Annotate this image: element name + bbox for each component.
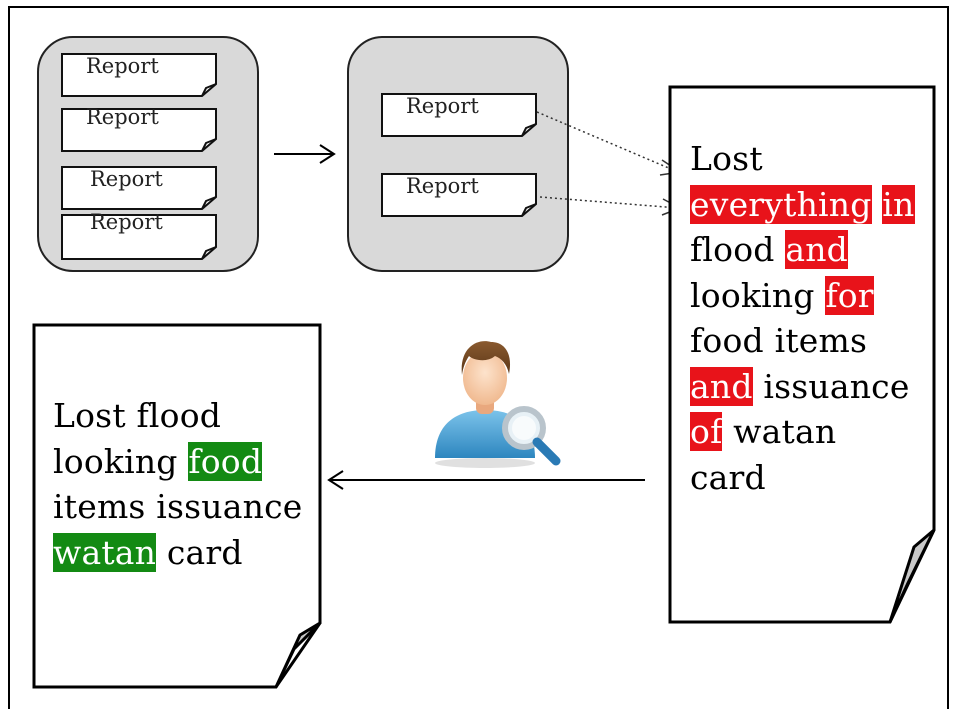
word: card <box>156 532 243 572</box>
report-card: Report <box>60 210 218 260</box>
text-line: of watan <box>690 409 915 455</box>
word: Lost <box>690 139 763 178</box>
arrow-source-to-selected <box>274 144 336 164</box>
word: food items <box>690 321 868 360</box>
word: card <box>690 457 766 497</box>
report-card: Report <box>380 92 538 137</box>
word: looking <box>690 275 826 315</box>
user-with-magnifier-icon <box>425 330 575 470</box>
report-card: Report <box>60 165 218 210</box>
text-line: and issuance <box>690 364 915 410</box>
word: Lost flood <box>53 396 222 435</box>
report-card: Report <box>380 172 538 217</box>
diagram-frame <box>8 6 949 709</box>
text-line: looking food <box>53 439 302 485</box>
report-card: Report <box>60 105 218 152</box>
word: watan <box>722 412 837 451</box>
report-label: Report <box>86 54 159 78</box>
text-line: Lost <box>690 136 915 182</box>
dotted-arrow-report-2 <box>539 196 682 216</box>
processed-report-document <box>32 323 324 691</box>
word: items issuance <box>53 487 303 526</box>
report-label: Report <box>406 174 479 198</box>
text-line: food items <box>690 318 915 364</box>
text-line: items issuance <box>53 484 302 530</box>
removed-word: in <box>882 184 915 224</box>
text-line: flood and <box>690 227 915 273</box>
word: looking <box>53 441 189 481</box>
word <box>872 185 883 224</box>
removed-word: and <box>690 366 753 406</box>
report-label: Report <box>86 105 159 129</box>
dotted-arrow-report-1 <box>536 111 683 176</box>
kept-word: watan <box>53 532 157 572</box>
removed-word: everything <box>690 184 872 224</box>
report-label: Report <box>90 167 163 191</box>
removed-word: for <box>825 275 874 315</box>
arrow-to-processed <box>327 470 645 490</box>
text-line: everything in <box>690 182 915 228</box>
selected-report-group <box>347 36 569 272</box>
word: flood <box>690 230 786 269</box>
report-label: Report <box>406 94 479 118</box>
text-line: looking for <box>690 273 915 319</box>
removed-word: and <box>785 230 848 269</box>
word: issuance <box>752 366 910 406</box>
kept-word: food <box>188 441 263 481</box>
removed-word: of <box>690 412 723 451</box>
report-card: Report <box>60 52 218 97</box>
text-line: Lost flood <box>53 393 302 439</box>
report-label: Report <box>90 210 163 234</box>
text-line: watan card <box>53 530 302 576</box>
text-line: card <box>690 455 915 501</box>
